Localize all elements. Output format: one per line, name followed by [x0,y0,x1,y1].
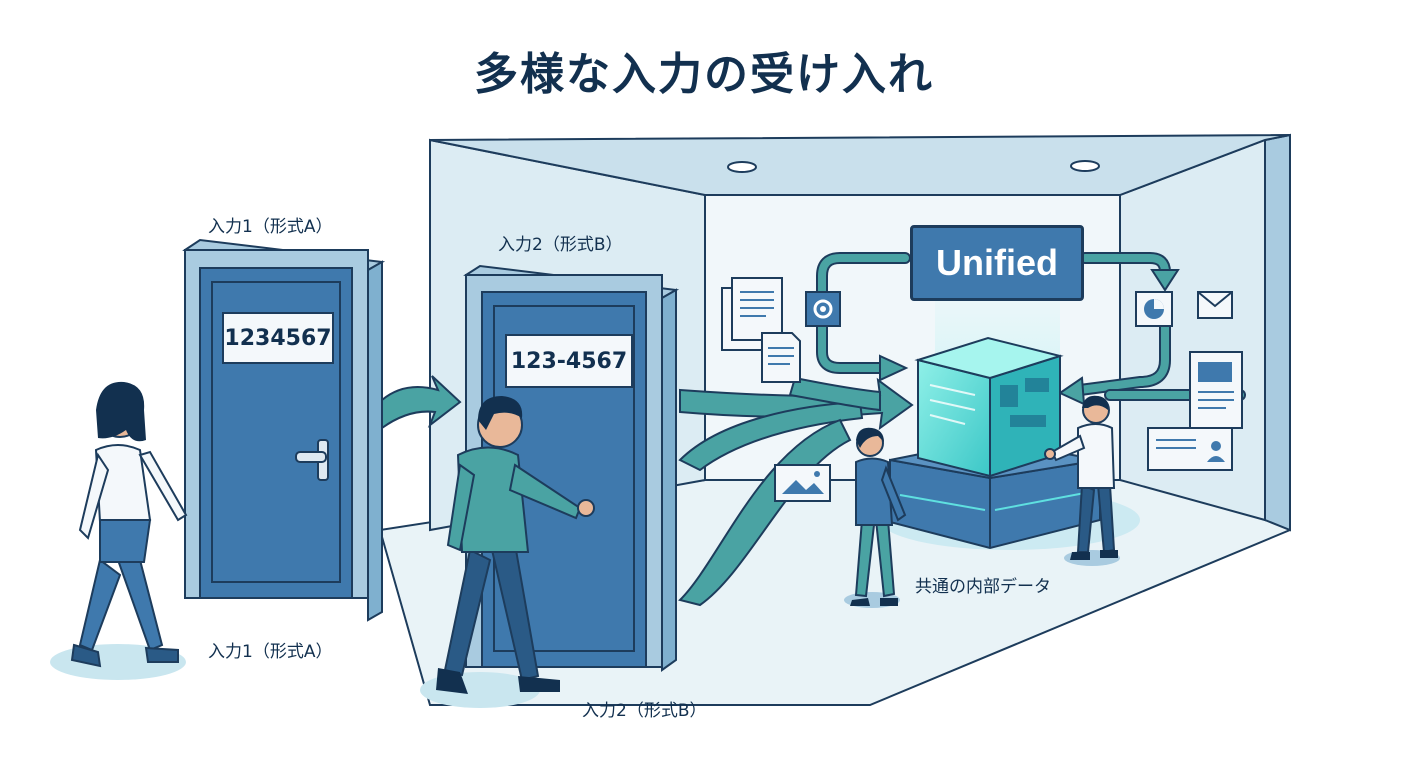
unified-data-cube [914,336,1064,478]
door-b-floor-label: 入力2（形式B） [582,701,707,721]
door-a-floor-label: 入力1（形式A） [208,642,333,662]
door-b-top-label: 入力2（形式B） [498,235,623,255]
person-analyst-right [1044,395,1120,566]
chart-icon [1135,291,1173,327]
hub-caption: 共通の内部データ [915,577,1051,597]
mail-icon [1197,291,1233,319]
door-a[interactable] [182,238,386,622]
person-woman-walking [50,381,188,680]
gear-icon [805,291,841,327]
profile-card-icon [1147,427,1233,471]
door-b-plate: 123-4567 [505,334,633,388]
document-icon [721,277,801,383]
door-a-top-label: 入力1（形式A） [208,217,333,237]
unified-sign: Unified [910,225,1084,301]
person-man-walking [420,396,595,708]
room-ceiling [429,134,1291,196]
door-a-plate: 1234567 [222,312,334,364]
page-title: 多様な入力の受け入れ [474,49,934,100]
image-icon [774,464,831,502]
report-document-icon [1189,351,1243,429]
person-analyst-left [844,427,907,608]
